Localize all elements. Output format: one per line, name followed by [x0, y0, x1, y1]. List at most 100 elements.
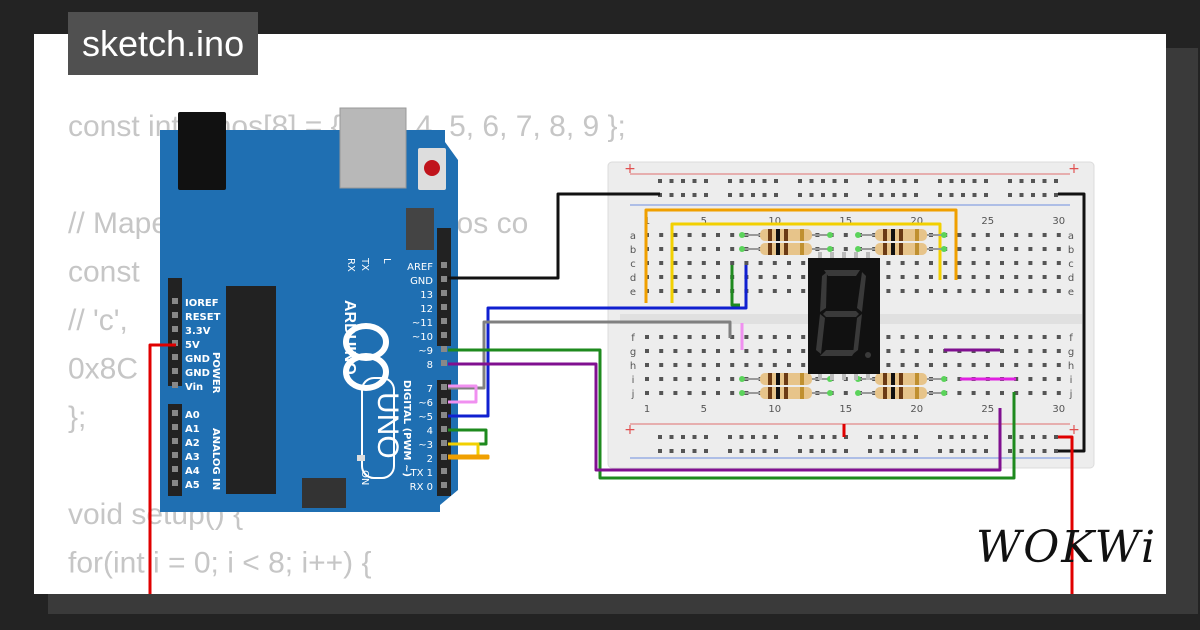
terminal-hole[interactable] — [1056, 363, 1061, 367]
display-pin[interactable] — [866, 252, 870, 258]
terminal-hole[interactable] — [886, 349, 891, 353]
terminal-hole[interactable] — [758, 335, 763, 339]
terminal-hole[interactable] — [701, 261, 706, 265]
terminal-hole[interactable] — [659, 363, 664, 367]
terminal-hole[interactable] — [701, 377, 706, 381]
terminal-hole[interactable] — [687, 377, 692, 381]
terminal-hole[interactable] — [1028, 391, 1033, 395]
terminal-hole[interactable] — [744, 335, 749, 339]
digital-pin[interactable] — [441, 304, 447, 310]
rail-hole[interactable] — [728, 193, 732, 197]
terminal-hole[interactable] — [1014, 233, 1019, 237]
rail-hole[interactable] — [1019, 435, 1024, 439]
wire-orange-top[interactable] — [644, 208, 958, 303]
terminal-hole[interactable] — [730, 261, 735, 265]
terminal-hole[interactable] — [971, 261, 976, 265]
terminal-hole[interactable] — [645, 363, 649, 367]
terminal-hole[interactable] — [1000, 233, 1004, 237]
terminal-hole[interactable] — [1056, 233, 1061, 237]
terminal-hole[interactable] — [772, 275, 777, 279]
terminal-hole[interactable] — [957, 275, 962, 279]
digital-pin[interactable] — [441, 290, 447, 296]
terminal-hole[interactable] — [1000, 391, 1004, 395]
terminal-hole[interactable] — [1042, 391, 1047, 395]
terminal-hole[interactable] — [687, 335, 692, 339]
resistor[interactable] — [739, 387, 833, 399]
digital-pin[interactable] — [441, 468, 447, 474]
display-pin[interactable] — [830, 252, 834, 258]
rail-hole[interactable] — [692, 449, 697, 453]
terminal-hole[interactable] — [843, 233, 848, 237]
terminal-hole[interactable] — [744, 261, 749, 265]
rail-hole[interactable] — [984, 435, 988, 439]
rail-hole[interactable] — [914, 449, 918, 453]
terminal-hole[interactable] — [716, 275, 720, 279]
terminal-hole[interactable] — [1056, 391, 1061, 395]
terminal-hole[interactable] — [1056, 335, 1061, 339]
digital-pin[interactable] — [441, 398, 447, 404]
terminal-hole[interactable] — [1000, 247, 1004, 251]
terminal-hole[interactable] — [758, 349, 763, 353]
analog-pin[interactable] — [172, 466, 178, 472]
terminal-hole[interactable] — [943, 275, 948, 279]
terminal-hole[interactable] — [985, 391, 990, 395]
rail-hole[interactable] — [961, 179, 965, 183]
terminal-hole[interactable] — [1042, 363, 1047, 367]
terminal-hole[interactable] — [687, 363, 692, 367]
rail-hole[interactable] — [1008, 449, 1012, 453]
power-pin[interactable] — [172, 382, 178, 388]
rail-hole[interactable] — [704, 179, 708, 183]
wire-pin2[interactable] — [448, 454, 490, 460]
digital-pin[interactable] — [441, 454, 447, 460]
rail-hole[interactable] — [879, 449, 884, 453]
terminal-hole[interactable] — [801, 261, 806, 265]
wire-5v-rail[interactable] — [1058, 435, 1074, 594]
rail-hole[interactable] — [1054, 435, 1058, 439]
display-pin[interactable] — [818, 374, 822, 380]
terminal-hole[interactable] — [730, 349, 735, 353]
terminal-hole[interactable] — [801, 349, 806, 353]
terminal-hole[interactable] — [687, 289, 692, 293]
terminal-hole[interactable] — [971, 391, 976, 395]
rail-hole[interactable] — [809, 179, 814, 183]
rail-hole[interactable] — [798, 179, 802, 183]
rail-hole[interactable] — [692, 435, 697, 439]
wire-pin9[interactable] — [448, 348, 1016, 480]
rail-hole[interactable] — [832, 179, 837, 183]
rail-hole[interactable] — [902, 449, 907, 453]
wire-yellow-top[interactable] — [670, 222, 942, 303]
rail-hole[interactable] — [891, 435, 895, 439]
terminal-hole[interactable] — [687, 349, 692, 353]
terminal-hole[interactable] — [645, 335, 649, 339]
rail-hole[interactable] — [762, 179, 767, 183]
rail-hole[interactable] — [1054, 179, 1058, 183]
resistor[interactable] — [739, 229, 833, 241]
terminal-hole[interactable] — [758, 261, 763, 265]
resistor[interactable] — [855, 229, 947, 241]
terminal-hole[interactable] — [1014, 289, 1019, 293]
terminal-hole[interactable] — [1014, 261, 1019, 265]
rail-hole[interactable] — [914, 435, 918, 439]
terminal-hole[interactable] — [1014, 391, 1019, 395]
terminal-hole[interactable] — [886, 261, 891, 265]
rail-hole[interactable] — [1042, 435, 1047, 439]
power-pin[interactable] — [172, 368, 178, 374]
rail-hole[interactable] — [809, 193, 814, 197]
terminal-hole[interactable] — [1042, 275, 1047, 279]
rail-hole[interactable] — [961, 193, 965, 197]
terminal-hole[interactable] — [716, 349, 720, 353]
rail-hole[interactable] — [728, 449, 732, 453]
terminal-hole[interactable] — [659, 391, 664, 395]
terminal-hole[interactable] — [659, 261, 664, 265]
terminal-hole[interactable] — [1042, 289, 1047, 293]
terminal-hole[interactable] — [772, 363, 777, 367]
rail-hole[interactable] — [902, 179, 907, 183]
rail-hole[interactable] — [739, 179, 744, 183]
terminal-hole[interactable] — [886, 289, 891, 293]
terminal-hole[interactable] — [716, 363, 720, 367]
rail-hole[interactable] — [984, 193, 988, 197]
terminal-hole[interactable] — [801, 335, 806, 339]
terminal-hole[interactable] — [971, 363, 976, 367]
terminal-hole[interactable] — [787, 275, 791, 279]
wire-pin6-a[interactable] — [448, 384, 478, 404]
